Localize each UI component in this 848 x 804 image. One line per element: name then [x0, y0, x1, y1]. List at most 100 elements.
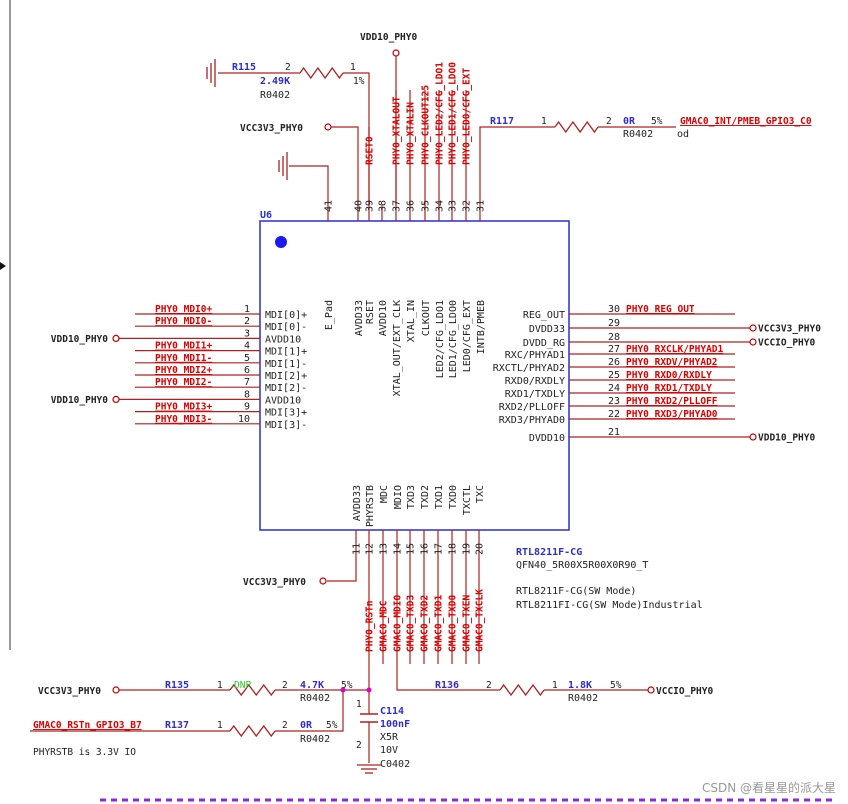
right-pin-number-24: 24	[608, 383, 620, 394]
r136-ref: R136	[435, 680, 459, 691]
left-pin-number-2: 2	[244, 316, 250, 327]
left-pin-name-3: AVDD10	[265, 334, 301, 345]
bottom-pin-number-13: 13	[379, 543, 390, 555]
r115-tolerance: 1%	[353, 76, 365, 87]
r115-pin1: 1	[350, 62, 356, 73]
r135-tolerance: 5%	[341, 680, 353, 691]
r115-resistor-body	[299, 66, 344, 80]
r136-resistor-body	[499, 683, 545, 697]
right-port-label-28: VCCIO_PHY0	[758, 338, 815, 349]
right-port-21	[749, 433, 757, 441]
top-pin-number-41: 41	[324, 200, 335, 212]
bottom-pin-name-18: TXD0	[448, 485, 459, 509]
left-port-label-3: VDD10_PHY0	[51, 334, 108, 345]
r135-ref: R135	[165, 680, 189, 691]
left-net-label-1: PHY0_MDI0+	[155, 304, 212, 315]
bottom-pin-name-20: TXC	[475, 485, 486, 503]
left-pin-name-8: AVDD10	[265, 395, 301, 406]
vcc3v3-bottom-label: VCC3V3_PHY0	[243, 577, 306, 588]
r117-od-note: od	[677, 129, 689, 140]
top-pin-number-34: 34	[435, 200, 446, 212]
c114-ref: C114	[380, 706, 404, 717]
right-pin-number-30: 30	[608, 304, 620, 315]
bottom-pin-name-19: TXCTL	[462, 485, 473, 515]
r136-tolerance: 5%	[610, 680, 622, 691]
csdn-watermark: CSDN @看星星的派大星	[702, 780, 836, 795]
left-pin-name-7: MDI[2]-	[265, 383, 307, 394]
top-pin-number-33: 33	[448, 200, 459, 212]
top-pin-number-31: 31	[476, 200, 487, 212]
left-pin-name-5: MDI[1]-	[265, 359, 307, 370]
left-pin-name-10: MDI[3]-	[265, 420, 307, 431]
bottom-pin-number-15: 15	[406, 543, 417, 555]
top-net-label-32: PHY0_LED0/CFG_EXT	[462, 67, 473, 165]
page-edge-arrow-marker	[0, 262, 6, 270]
right-net-label-24: PHY0_RXD1/TXDLY	[626, 383, 712, 394]
r135-package: R0402	[300, 693, 330, 704]
chip-part-number: RTL8211F-CG	[516, 547, 582, 558]
c114-pin2: 2	[356, 740, 362, 751]
r115-wire	[218, 72, 370, 205]
r117-net-label: GMAC0_INT/PMEB_GPIO3_C0	[680, 116, 812, 127]
r135-pin2: 2	[282, 680, 288, 691]
top-pin-name-40: AVDD33	[354, 300, 365, 336]
left-net-label-7: PHY0_MDI2-	[155, 377, 212, 388]
left-pin-number-8: 8	[244, 389, 250, 400]
c114-pin1: 1	[356, 699, 362, 710]
bottom-pin-name-12: PHYRSTB	[365, 485, 376, 527]
top-pin-name-38: AVDD10	[378, 300, 389, 336]
bottom-pin-number-16: 16	[420, 543, 431, 555]
bottom-pin-number-11: 11	[352, 543, 363, 555]
r137-resistor-body	[229, 724, 276, 738]
right-port-label-29: VCC3V3_PHY0	[758, 324, 821, 335]
right-net-label-30: PHY0_REG_OUT	[626, 304, 695, 315]
bottom-net-label-18: GMAC0_TXD0	[448, 595, 459, 652]
left-net-label-10: PHY0_MDI3-	[155, 414, 212, 425]
bottom-net-label-15: GMAC0_TXD3	[406, 595, 417, 652]
right-net-label-22: PHY0_RXD3/PHYAD0	[626, 409, 718, 420]
right-port-28	[749, 338, 757, 346]
bottom-pin-number-17: 17	[434, 543, 445, 555]
bottom-net-label-13: GMAC0_MDC	[379, 600, 390, 652]
c114-ground-symbol	[357, 764, 381, 774]
right-pin-number-21: 21	[608, 427, 620, 438]
right-pin-name-23: RXD2/PLLOFF	[499, 402, 565, 413]
r135-wire	[118, 555, 370, 691]
right-pin-name-22: RXD3/PHYAD0	[499, 415, 565, 426]
right-pin-name-28: DVDD_RG	[523, 338, 565, 349]
r136-port	[647, 686, 655, 694]
left-pin-name-1: MDI[0]+	[265, 310, 307, 321]
r137-ref: R137	[165, 720, 189, 731]
top-pin-number-40: 40	[354, 200, 365, 212]
r137-net-label: GMAC0_RSTn_GPIO3_B7	[33, 720, 142, 731]
r115-package: R0402	[260, 90, 290, 101]
r136-package: R0402	[568, 693, 598, 704]
epad-ground-symbol	[278, 152, 288, 180]
top-pin-name-35: CLKOUT	[421, 300, 432, 336]
wire-layer	[30, 56, 676, 763]
left-pin-number-3: 3	[244, 328, 250, 339]
bottom-pin-name-15: TXD3	[406, 485, 417, 509]
junction-dot-r137	[340, 687, 346, 693]
r117-ref: R117	[490, 116, 514, 127]
bottom-pin-name-14: MDIO	[393, 485, 404, 509]
r117-pin2: 2	[606, 116, 612, 127]
left-pin-number-9: 9	[244, 402, 250, 413]
bottom-pin-name-16: TXD2	[420, 485, 431, 509]
r136-value: 1.8K	[568, 680, 592, 691]
phyrstb-note: PHYRSTB is 3.3V IO	[33, 747, 136, 758]
bottom-pin-name-13: MDC	[379, 485, 390, 503]
right-net-label-25: PHY0_RXD0/RXDLY	[626, 370, 712, 381]
top-pin-number-35: 35	[421, 200, 432, 212]
left-net-label-5: PHY0_MDI1-	[155, 353, 212, 364]
top-pin-name-34: LED2/CFG_LDO1	[435, 300, 446, 378]
chip-note-industrial: RTL8211FI-CG(SW Mode)Industrial	[516, 600, 703, 611]
bottom-net-label-19: GMAC0_TXEN	[462, 595, 473, 652]
top-pin-name-32: LED0/CFG_EXT	[462, 300, 473, 372]
left-pin-name-6: MDI[2]+	[265, 371, 307, 382]
r115-pin2: 2	[285, 62, 291, 73]
bottom-pin-number-14: 14	[393, 543, 404, 555]
left-pin-name-4: MDI[1]+	[265, 347, 307, 358]
r136-wire	[396, 555, 648, 691]
right-pin-number-25: 25	[608, 370, 620, 381]
